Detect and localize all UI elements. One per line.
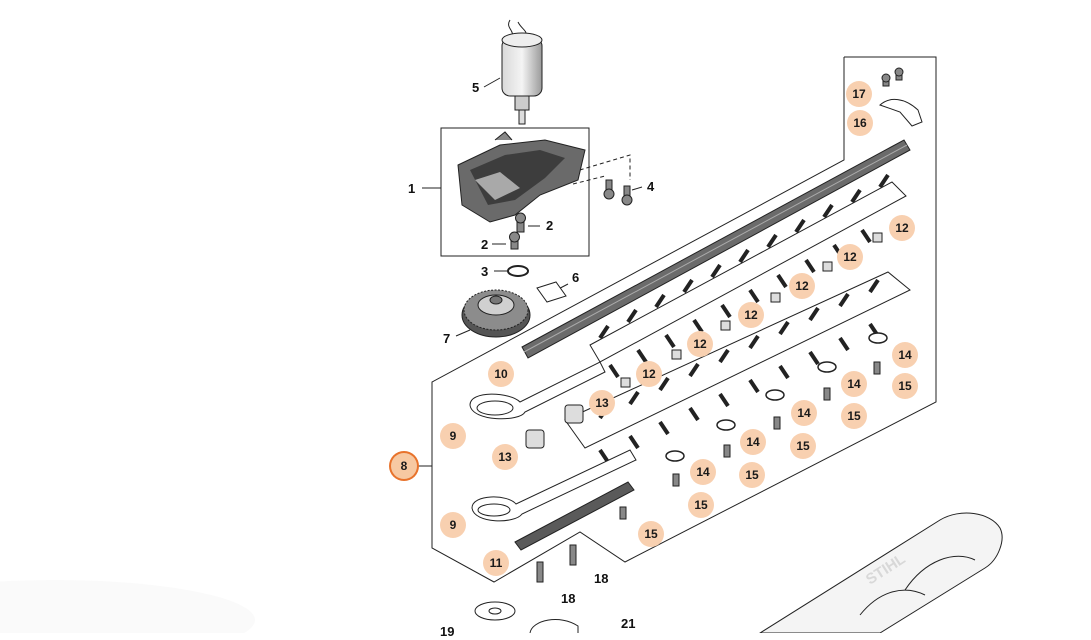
part-badge-9[interactable]: 9 <box>440 512 466 538</box>
part-badge-14[interactable]: 14 <box>841 371 867 397</box>
part-badge-14[interactable]: 14 <box>791 400 817 426</box>
blade-assembly-frame <box>431 56 937 583</box>
part-badge-12[interactable]: 12 <box>837 244 863 270</box>
part-label-2: 2 <box>481 237 489 252</box>
part-badge-14[interactable]: 14 <box>892 342 918 368</box>
part-badge-14[interactable]: 14 <box>740 429 766 455</box>
part-badge-11[interactable]: 11 <box>483 550 509 576</box>
drive-link <box>469 361 637 522</box>
part-badge-10[interactable]: 10 <box>488 361 514 387</box>
part-badge-15[interactable]: 15 <box>790 433 816 459</box>
part-badge-16[interactable]: 16 <box>847 110 873 136</box>
part-badge-12[interactable]: 12 <box>687 331 713 357</box>
part-label-4: 4 <box>647 179 655 194</box>
part-badge-17[interactable]: 17 <box>846 81 872 107</box>
part-badge-8[interactable]: 8 <box>391 453 417 479</box>
part-badge-13[interactable]: 13 <box>492 444 518 470</box>
part-badge-15[interactable]: 15 <box>841 403 867 429</box>
part-badge-12[interactable]: 12 <box>789 273 815 299</box>
part-badge-13[interactable]: 13 <box>589 390 615 416</box>
part-badge-12[interactable]: 12 <box>889 215 915 241</box>
lower-blade <box>564 271 911 464</box>
gearbox-housing <box>457 131 586 223</box>
part-badge-15[interactable]: 15 <box>638 521 664 547</box>
part-label-18: 18 <box>561 591 576 606</box>
upper-blade <box>589 173 907 379</box>
part-label-6: 6 <box>572 270 580 285</box>
part-badge-12[interactable]: 12 <box>738 302 764 328</box>
part-label-3: 3 <box>481 264 489 279</box>
part-label-1: 1 <box>408 181 416 196</box>
part-badge-15[interactable]: 15 <box>892 373 918 399</box>
motor <box>501 19 543 125</box>
part-badge-14[interactable]: 14 <box>690 459 716 485</box>
part-badge-15[interactable]: 15 <box>739 462 765 488</box>
gearbox-box <box>440 127 590 257</box>
part-label-19: 19 <box>440 624 455 639</box>
part-label-7: 7 <box>443 331 451 346</box>
part-label-2: 2 <box>546 218 554 233</box>
part-label-5: 5 <box>472 80 480 95</box>
part-badge-15[interactable]: 15 <box>688 492 714 518</box>
part-label-18: 18 <box>594 571 609 586</box>
gear-wheel <box>461 289 531 338</box>
part-badge-12[interactable]: 12 <box>636 361 662 387</box>
part-badge-9[interactable]: 9 <box>440 423 466 449</box>
part-label-21: 21 <box>621 616 636 631</box>
